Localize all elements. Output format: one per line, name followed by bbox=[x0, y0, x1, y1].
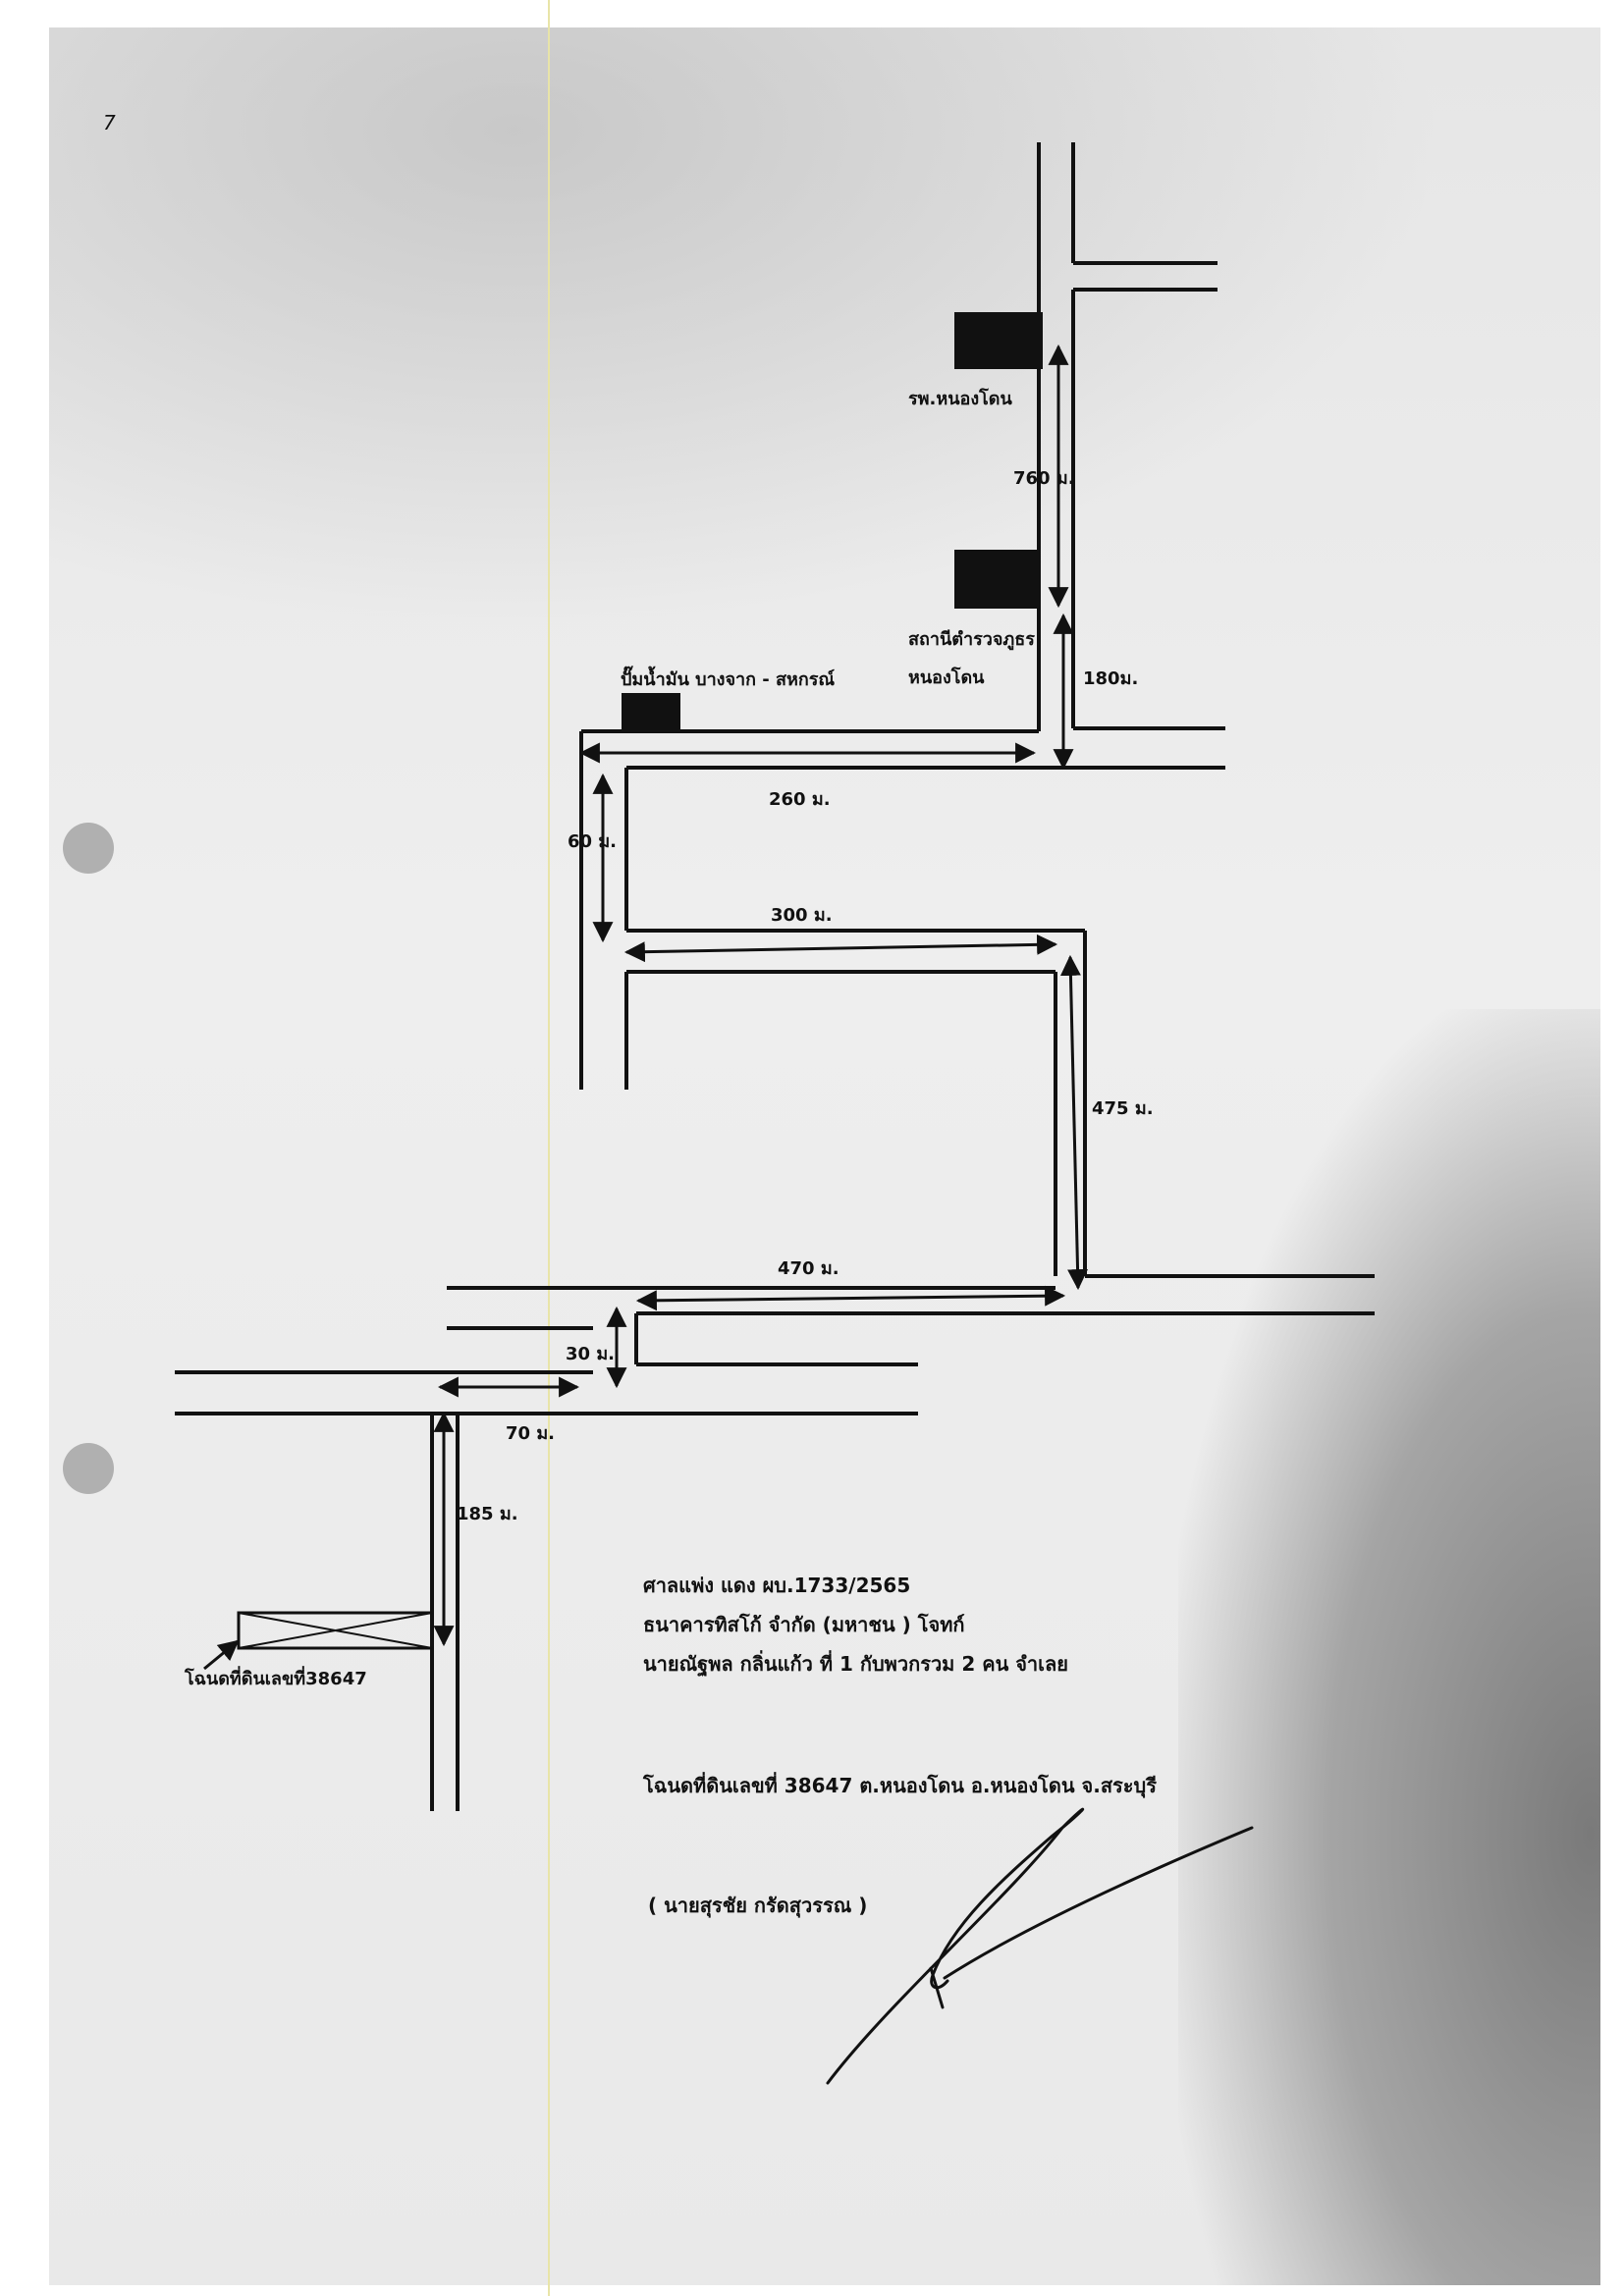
land-plot-pointer bbox=[203, 1639, 240, 1671]
punch-hole-top bbox=[63, 823, 114, 874]
dim-arrow-300 bbox=[623, 934, 1058, 963]
dim-label-300: 300 ม. bbox=[771, 905, 833, 926]
dim-arrow-475 bbox=[1059, 954, 1089, 1291]
dim-label-60: 60 ม. bbox=[568, 831, 617, 852]
dim-arrow-470 bbox=[635, 1285, 1066, 1311]
hospital-building bbox=[954, 312, 1043, 369]
gas-station-building bbox=[622, 693, 680, 730]
dim-label-180: 180ม. bbox=[1083, 668, 1138, 689]
land-plot bbox=[237, 1611, 434, 1650]
land-plot-box bbox=[237, 1611, 434, 1650]
police-station-label-line1: สถานีตำรวจภูธร bbox=[908, 629, 1035, 651]
gas-station-label: ปั๊มน้ำมัน บางจาก - สหกรณ์ bbox=[621, 666, 835, 690]
document-sheet bbox=[49, 27, 1600, 2285]
dim-label-470: 470 ม. bbox=[778, 1258, 839, 1279]
land-plot-cross-b bbox=[238, 1612, 433, 1649]
page-mark: 7 bbox=[103, 111, 116, 134]
land-plot-label: โฉนดที่ดินเลขที่38647 bbox=[184, 1666, 367, 1689]
dim-label-185: 185 ม. bbox=[457, 1504, 518, 1524]
fold-line bbox=[548, 0, 550, 2296]
case-deed-line: โฉนดที่ดินเลขที่ 38647 ต.หนองโดน อ.หนองโ… bbox=[642, 1771, 1157, 1798]
road-network bbox=[175, 142, 1375, 1811]
dim-label-260: 260 ม. bbox=[769, 789, 831, 810]
hospital-label: รพ.หนองโดน bbox=[908, 388, 1012, 409]
case-plaintiff-line: ธนาคารทิสโก้ จำกัด (มหาชน ) โจทก์ bbox=[643, 1613, 964, 1636]
case-defendant-line: นายณัฐพล กลิ่นแก้ว ที่ 1 กับพวกรวม 2 คน … bbox=[643, 1649, 1068, 1678]
signature-mark bbox=[826, 1807, 1254, 2085]
police-station-label-line2: หนองโดน bbox=[908, 667, 985, 688]
punch-hole-bottom bbox=[63, 1443, 114, 1494]
signer-name: ( นายสุรชัย กรัดสุวรรณ ) bbox=[648, 1894, 867, 1918]
dim-label-475: 475 ม. bbox=[1092, 1098, 1154, 1119]
case-court-line: ศาลแพ่ง แดง ผบ.1733/2565 bbox=[643, 1574, 910, 1597]
dim-label-70: 70 ม. bbox=[506, 1423, 555, 1444]
dim-label-760: 760 ม. bbox=[1013, 468, 1075, 489]
dim-label-30: 30 ม. bbox=[566, 1344, 615, 1364]
police-station-building bbox=[954, 550, 1039, 609]
